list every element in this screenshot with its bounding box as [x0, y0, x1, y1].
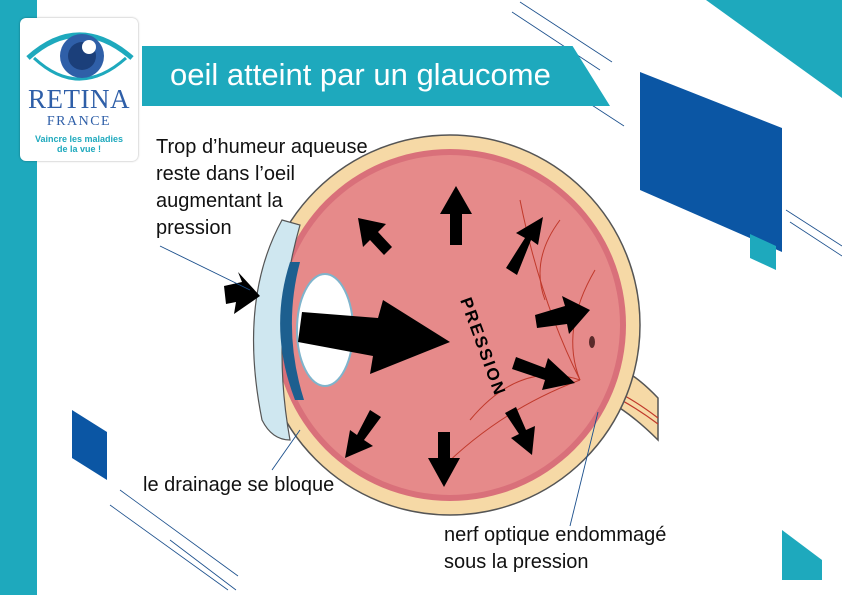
- slide-title: oeil atteint par un glaucome: [170, 57, 551, 92]
- eye-logo-icon: [26, 32, 134, 81]
- label-line: nerf optique endommagé: [444, 524, 667, 546]
- logo-country: FRANCE: [46, 114, 112, 129]
- drainage-label: le drainage se bloque: [143, 474, 335, 496]
- label-line: reste dans l’oeil: [156, 163, 295, 185]
- bottom-right-teal-shape: [782, 530, 822, 580]
- arrow-up-right: [506, 217, 543, 275]
- teal-tab: [750, 234, 776, 270]
- arrow-down-right: [505, 407, 535, 455]
- label-line: augmentant la: [156, 190, 283, 212]
- logo-tagline: Vaincre les maladies de la vue !: [24, 134, 134, 154]
- top-right-teal-shape: [706, 0, 842, 98]
- label-line: pression: [156, 217, 232, 239]
- arrow-right-down: [512, 357, 575, 390]
- arrow-down-left: [345, 410, 381, 458]
- iris: [280, 262, 304, 400]
- title-band: [142, 46, 610, 106]
- arrow-up-left: [358, 218, 392, 255]
- left-navy-tab: [72, 410, 107, 480]
- optic-disc: [589, 336, 595, 348]
- label-line: sous la pression: [444, 551, 589, 573]
- label-line: Trop d’humeur aqueuse: [156, 136, 368, 158]
- arrow-cornea: [224, 272, 260, 314]
- logo-name: RETINA: [28, 84, 130, 114]
- arrow-up: [440, 186, 472, 245]
- logo-tagline-line: de la vue !: [56, 144, 101, 154]
- callout-lines: [159, 245, 599, 527]
- large-pressure-arrow: [298, 300, 450, 374]
- logo-tagline-line: Vaincre les maladies: [34, 134, 124, 144]
- navy-banner: [640, 72, 782, 252]
- optic-nerve-label: nerf optique endommagé sous la pression: [444, 522, 666, 576]
- arrow-down: [428, 432, 460, 487]
- aqueous-humour-label: Trop d’humeur aqueuse reste dans l’oeil …: [156, 134, 368, 242]
- retina-france-logo: RETINA FRANCE Vaincre les maladies de la…: [20, 18, 138, 161]
- arrow-right: [535, 296, 590, 334]
